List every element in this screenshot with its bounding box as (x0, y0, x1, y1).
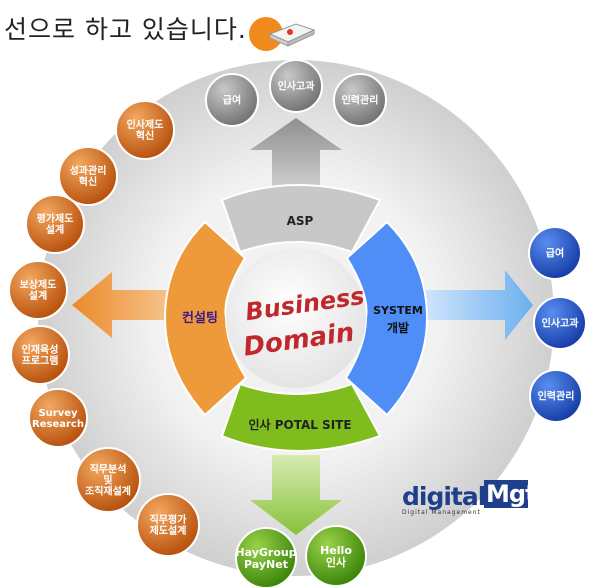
bottom-item-2-label: 인사 (326, 555, 347, 569)
bottom-item-2-label: Hello (320, 544, 352, 557)
bottom-item-2-circle (305, 525, 367, 587)
logo-subtitle: Digital Management (402, 509, 481, 516)
right-item-1-circle (528, 226, 582, 280)
left-item-7-circle (75, 447, 141, 513)
top-item-2[interactable]: 인사고과 (269, 59, 323, 113)
left-item-2-label: 혁신 (79, 175, 97, 188)
logo-box (484, 480, 528, 508)
left-item-2-label: 성과관리 (70, 164, 107, 177)
left-item-4-label: 보상제도 (20, 278, 57, 291)
left-item-6-label: Survey (38, 408, 78, 419)
left-item-4-label: 설계 (29, 289, 47, 302)
left-item-3-label: 설계 (46, 223, 64, 236)
disk-icon (249, 17, 316, 51)
system-segment[interactable] (344, 220, 429, 417)
left-item-7-label: 조직재설계 (85, 485, 131, 498)
left-item-1-label: 혁신 (136, 129, 154, 142)
left-item-6-label: Research (32, 419, 84, 430)
top-item-3[interactable]: 인력관리 (333, 73, 387, 127)
top-item-2-circle (269, 59, 323, 113)
right-item-3-circle (529, 369, 583, 423)
asp-segment[interactable] (220, 184, 382, 254)
portal-arrow (250, 455, 342, 535)
system-label-1: SYSTEM (373, 304, 423, 317)
satellite-circles: 급여인사고과인력관리급여인사고과인력관리인사제도혁신성과관리혁신평가제도설계보상… (8, 59, 587, 587)
bottom-item-1-circle (235, 527, 297, 587)
digital-mgt-logo: digital Mgt Digital Management (402, 480, 537, 516)
system-arrow (425, 270, 533, 340)
left-item-2-circle (58, 146, 118, 206)
right-item-1-label: 급여 (546, 247, 564, 260)
left-item-6-circle (28, 388, 88, 448)
right-item-2-label: 인사고과 (542, 317, 580, 330)
consulting-arrow (72, 272, 170, 338)
top-item-1-label: 급여 (223, 94, 241, 107)
left-item-1-circle (115, 100, 175, 160)
portal-segment[interactable] (220, 382, 382, 452)
left-item-3-circle (25, 194, 85, 254)
consulting-segment[interactable] (163, 220, 248, 417)
left-item-7-label: 직무분석 (90, 463, 127, 476)
bottom-item-1-label: PayNet (244, 558, 288, 571)
right-item-2[interactable]: 인사고과 (533, 296, 587, 350)
left-item-8-label: 제도설계 (150, 524, 187, 537)
left-item-1-label: 인사제도 (127, 118, 164, 131)
headline: 선으로 하고 있습니다. (4, 15, 247, 44)
left-item-4-circle (8, 260, 68, 320)
asp-label: ASP (287, 214, 314, 228)
left-item-5-circle (10, 325, 70, 385)
left-item-5-label: 프로그램 (22, 355, 59, 367)
right-item-1[interactable]: 급여 (528, 226, 582, 280)
center-circle (226, 248, 366, 388)
asp-arrow (250, 118, 342, 195)
top-item-1[interactable]: 급여 (205, 73, 259, 127)
right-item-2-circle (533, 296, 587, 350)
top-item-1-circle (205, 73, 259, 127)
top-item-2-label: 인사고과 (278, 80, 316, 93)
bottom-item-1-label: HayGroup (235, 546, 296, 559)
logo-mgt-text: Mgt (486, 480, 537, 508)
top-item-3-label: 인력관리 (342, 94, 379, 107)
left-item-5-label: 인재육성 (22, 343, 59, 356)
left-item-8-circle (136, 493, 200, 557)
right-item-3[interactable]: 인력관리 (529, 369, 583, 423)
left-item-7-label: 및 (103, 475, 112, 487)
left-item-3-label: 평가제도 (37, 212, 74, 225)
top-item-3-circle (333, 73, 387, 127)
logo-main-text: digital (402, 482, 486, 511)
system-label-2: 개발 (387, 320, 409, 335)
portal-label: 인사 POTAL SITE (248, 417, 351, 432)
right-item-3-label: 인력관리 (538, 390, 575, 403)
left-item-8-label: 직무평가 (150, 513, 188, 526)
consulting-label: 컨설팅 (182, 310, 218, 326)
